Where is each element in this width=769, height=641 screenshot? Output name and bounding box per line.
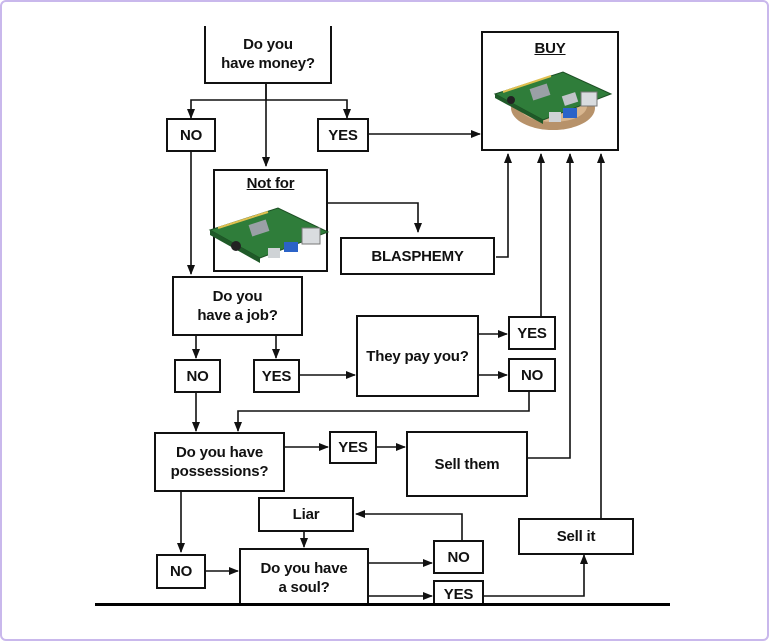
question-have-possessions: Do you have possessions? [154, 432, 285, 492]
question-have-soul: Do you have a soul? [239, 548, 369, 606]
answer-no-pay: NO [508, 358, 556, 392]
blasphemy-box: BLASPHEMY [340, 237, 495, 275]
question-have-soul-line2: a soul? [278, 579, 330, 596]
raspberry-pi-board-icon [493, 71, 613, 130]
answer-yes-money: YES [317, 118, 369, 152]
question-have-job: Do you have a job? [172, 276, 303, 336]
question-have-soul-line1: Do you have [260, 560, 348, 577]
answer-no-soul: NO [433, 540, 484, 574]
buy-label: BUY [534, 40, 566, 57]
question-have-possessions-line1: Do you have [176, 444, 263, 461]
answer-no-possessions: NO [156, 554, 206, 589]
sell-them-box: Sell them [406, 431, 528, 497]
liar-box: Liar [258, 497, 354, 532]
answer-no-money: NO [166, 118, 216, 152]
answer-yes-pay: YES [508, 316, 556, 350]
question-have-job-line2: have a job? [197, 307, 278, 324]
answer-no-job: NO [174, 359, 221, 393]
question-pay-you: They pay you? [356, 315, 479, 397]
question-have-money-line1: Do you [243, 36, 293, 53]
question-have-money: Do you have money? [204, 26, 332, 84]
answer-yes-soul: YES [433, 580, 484, 606]
not-for-label: Not for [246, 175, 295, 192]
answer-yes-possessions: YES [329, 431, 377, 464]
sell-it-box: Sell it [518, 518, 634, 555]
bottom-rule [95, 603, 670, 606]
question-have-possessions-line2: possessions? [170, 463, 269, 480]
raspberry-pi-board-icon [208, 207, 330, 263]
question-have-job-line1: Do you [212, 288, 263, 305]
answer-yes-job: YES [253, 359, 300, 393]
question-have-money-line2: have money? [221, 55, 315, 72]
